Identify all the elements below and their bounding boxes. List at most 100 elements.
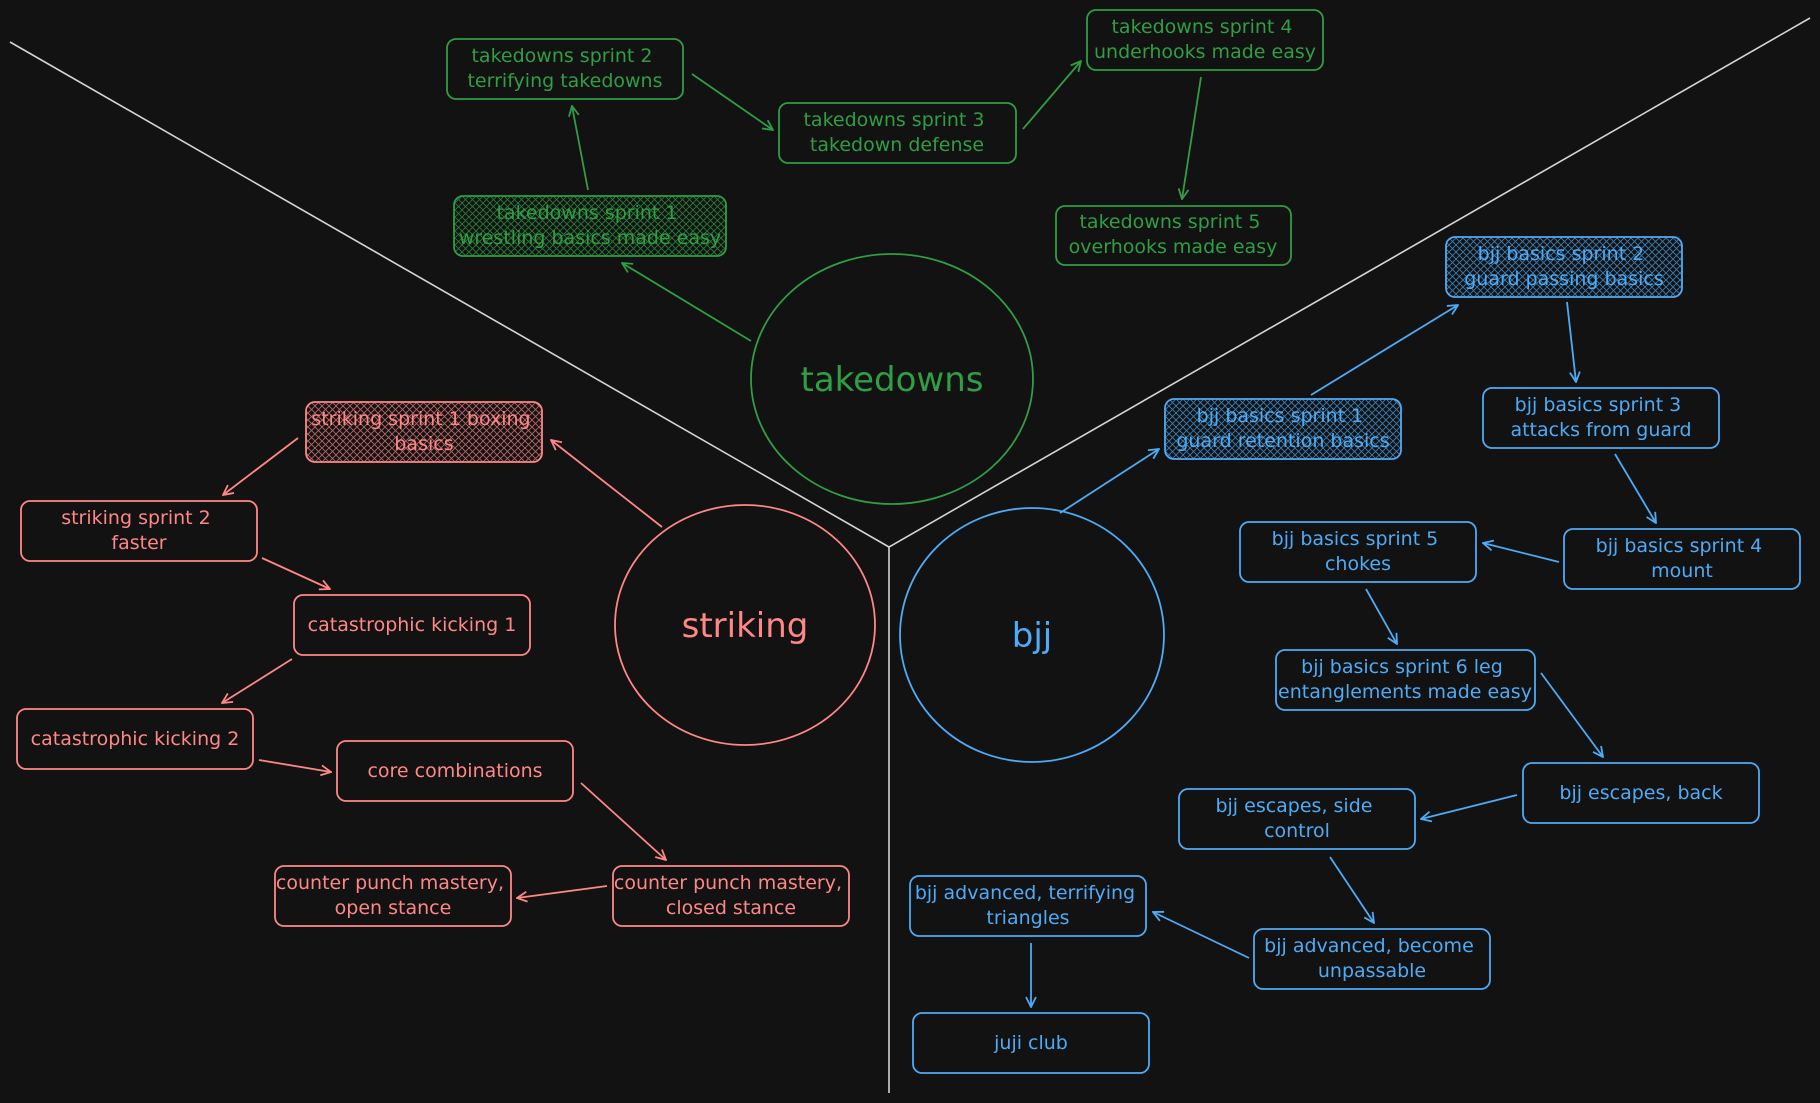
takedowns-sprint-1-line-2: wrestling basics made easy [459, 227, 721, 249]
arrow-bjj-sprint-6-to-escapes-back [1540, 672, 1603, 757]
arrow-takedowns-sprint-2-to-3 [691, 73, 773, 130]
bjj-sprint-2-line-2: guard passing basics [1464, 268, 1663, 290]
bjj-escapes-side-line-1: bjj escapes, side [1215, 795, 1372, 817]
takedowns-sprint-4-line-2: underhooks made easy [1094, 41, 1316, 63]
arrow-kicking-1-to-kicking-2 [222, 658, 293, 703]
bjj-sprint-1-box[interactable] [1164, 398, 1402, 460]
takedowns-sprint-3-line-2: takedown defense [810, 134, 984, 156]
takedowns-hub-circle [750, 253, 1034, 505]
takedowns-sprint-5-box[interactable] [1055, 205, 1292, 266]
arrow-bjj-sprint-2-to-3 [1566, 301, 1576, 382]
takedowns-sprint-5-label: takedowns sprint 5 overhooks made easy [1069, 211, 1278, 258]
takedowns-sprint-4-line-1: takedowns sprint 4 [1111, 16, 1292, 38]
bjj-sprint-6-line-2: entanglements made easy [1278, 681, 1532, 703]
striking-sprint-2-box[interactable] [20, 500, 258, 562]
bjj-sprint-2-line-1: bjj basics sprint 2 [1478, 243, 1645, 265]
bjj-advanced-triangles-box[interactable] [909, 875, 1147, 937]
bjj-section: bjj bjj basics sprint 1 guard retention … [899, 236, 1801, 1074]
bjj-sprint-5-line-1: bjj basics sprint 5 [1272, 528, 1439, 550]
striking-sprint-1-line-1: striking sprint 1 boxing [311, 408, 530, 430]
arrow-counter-closed-to-open [517, 885, 608, 898]
section-dividers [9, 17, 1811, 1093]
takedowns-sprint-2-label: takedowns sprint 2 terrifying takedowns [467, 45, 662, 92]
arrow-takedowns-sprint-1-to-2 [572, 106, 589, 191]
arrow-bjj-sprint-4-to-5 [1483, 543, 1560, 563]
catastrophic-kicking-1-box[interactable] [293, 594, 531, 656]
bjj-advanced-triangles-label: bjj advanced, terrifying triangles [915, 882, 1141, 929]
bjj-sprint-4-line-2: mount [1651, 560, 1713, 582]
takedowns-sprint-2-box[interactable] [446, 38, 684, 100]
takedowns-sprint-1-line-1: takedowns sprint 1 [496, 202, 677, 224]
arrow-core-to-counter-closed [580, 782, 666, 860]
striking-sprint-2-label: striking sprint 2 faster [61, 507, 217, 554]
counter-punch-closed-box[interactable] [612, 865, 850, 927]
juji-club-box[interactable] [912, 1012, 1150, 1074]
bjj-escapes-side-line-2: control [1264, 820, 1330, 842]
bjj-sprint-6-box[interactable] [1275, 649, 1536, 711]
bjj-sprint-1-label: bjj basics sprint 1 guard retention basi… [1176, 405, 1389, 452]
bjj-sprint-3-line-2: attacks from guard [1510, 419, 1691, 441]
bjj-advanced-unpassable-label: bjj advanced, become unpassable [1264, 935, 1480, 982]
bjj-sprint-6-line-1: bjj basics sprint 6 leg [1301, 656, 1503, 678]
striking-sprint-1-label: striking sprint 1 boxing basics [311, 408, 536, 455]
takedowns-sprint-3-line-1: takedowns sprint 3 [803, 109, 984, 131]
bjj-sprint-5-line-2: chokes [1325, 553, 1391, 575]
takedowns-sprint-1-box[interactable] [453, 195, 727, 257]
counter-punch-open-box[interactable] [274, 865, 512, 927]
striking-hub-label: striking [682, 606, 809, 646]
bjj-escapes-side-box[interactable] [1178, 788, 1416, 850]
bjj-escapes-back-box[interactable] [1522, 762, 1760, 824]
takedowns-sprint-3-label: takedowns sprint 3 takedown defense [803, 109, 990, 156]
bjj-hub-label: bjj [1012, 616, 1052, 656]
bjj-sprint-6-label: bjj basics sprint 6 leg entanglements ma… [1278, 656, 1532, 703]
bjj-sprint-4-label: bjj basics sprint 4 mount [1596, 535, 1769, 582]
bjj-advanced-triangles-line-2: triangles [986, 907, 1069, 929]
bjj-sprint-2-box[interactable] [1445, 236, 1683, 298]
striking-sprint-1-box[interactable] [305, 401, 543, 463]
bjj-sprint-4-line-1: bjj basics sprint 4 [1596, 535, 1763, 557]
catastrophic-kicking-2-label: catastrophic kicking 2 [31, 728, 240, 750]
takedowns-sprint-5-line-2: overhooks made easy [1069, 236, 1278, 258]
bjj-advanced-unpassable-box[interactable] [1253, 928, 1491, 990]
takedowns-sprint-1-label: takedowns sprint 1 wrestling basics made… [459, 202, 721, 249]
arrow-striking-sprint-1-to-2 [223, 437, 299, 495]
arrow-takedowns-sprint-4-to-5 [1182, 76, 1202, 199]
counter-punch-closed-line-1: counter punch mastery, [614, 872, 842, 894]
bjj-sprint-1-line-1: bjj basics sprint 1 [1197, 405, 1364, 427]
takedowns-sprint-4-box[interactable] [1086, 9, 1324, 71]
arrow-bjj-sprint-3-to-4 [1614, 453, 1656, 523]
bjj-sprint-2-label: bjj basics sprint 2 guard passing basics [1464, 243, 1663, 290]
counter-punch-open-line-1: counter punch mastery, [276, 872, 504, 894]
divider-right [888, 17, 1811, 548]
catastrophic-kicking-2-box[interactable] [16, 708, 254, 770]
bjj-advanced-triangles-line-1: bjj advanced, terrifying [915, 882, 1135, 904]
bjj-sprint-3-line-1: bjj basics sprint 3 [1515, 394, 1682, 416]
counter-punch-closed-label: counter punch mastery, closed stance [614, 872, 848, 919]
bjj-advanced-unpassable-line-2: unpassable [1318, 960, 1426, 982]
takedowns-sprint-3-box[interactable] [778, 102, 1017, 164]
bjj-sprint-3-label: bjj basics sprint 3 attacks from guard [1510, 394, 1691, 441]
striking-hub-circle [614, 504, 876, 746]
takedowns-sprint-2-line-2: terrifying takedowns [467, 70, 662, 92]
arrow-takedowns-sprint-3-to-4 [1022, 61, 1081, 130]
core-combinations-box[interactable] [336, 740, 574, 802]
arrow-bjj-hub-to-sprint-1 [1059, 449, 1159, 514]
arrow-bjj-sprint-1-to-2 [1310, 305, 1458, 396]
striking-sprint-2-line-2: faster [111, 532, 166, 554]
bjj-escapes-back-label: bjj escapes, back [1559, 782, 1722, 804]
takedowns-section: takedowns takedowns sprint 1 wrestling b… [446, 9, 1324, 505]
bjj-sprint-4-box[interactable] [1563, 528, 1801, 590]
bjj-sprint-5-box[interactable] [1239, 521, 1477, 583]
bjj-sprint-1-line-2: guard retention basics [1176, 430, 1389, 452]
arrow-takedowns-hub-to-sprint-1 [622, 263, 752, 342]
bjj-hub-circle [899, 507, 1165, 763]
takedowns-sprint-4-label: takedowns sprint 4 underhooks made easy [1094, 16, 1316, 63]
striking-sprint-2-line-1: striking sprint 2 [61, 507, 211, 529]
takedowns-hub-label: takedowns [800, 360, 983, 400]
juji-club-label: juji club [993, 1032, 1068, 1054]
core-combinations-label: core combinations [367, 760, 542, 782]
bjj-sprint-3-box[interactable] [1482, 387, 1720, 449]
arrow-striking-sprint-2-to-kicking-1 [261, 557, 330, 589]
bjj-escapes-side-label: bjj escapes, side control [1215, 795, 1378, 842]
